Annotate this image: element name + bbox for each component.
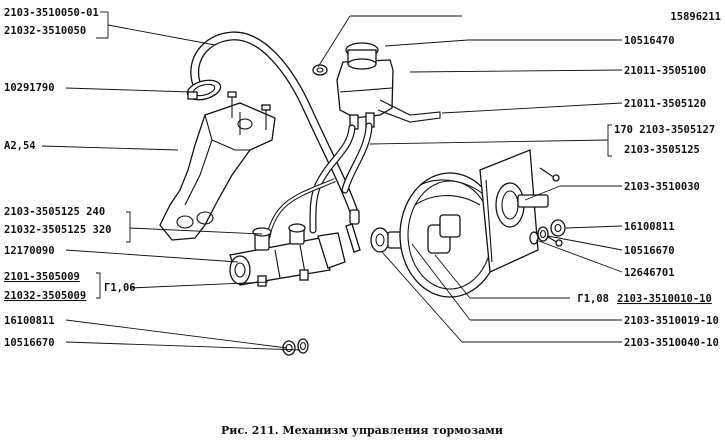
label-2103-3510010-10: 2103-3510010-10 bbox=[617, 293, 712, 305]
label-2103-3510040-10: 2103-3510040-10 bbox=[624, 337, 719, 349]
intake-manifold-fitting bbox=[159, 91, 276, 241]
label-16100811-right: 16100811 bbox=[624, 221, 675, 233]
master-cylinder bbox=[229, 223, 346, 287]
label-21011-3505100: 21011-3505100 bbox=[624, 65, 706, 77]
label-g106: Г1,06 bbox=[104, 282, 136, 294]
label-2103-3510050-01: 2103-3510050-01 bbox=[4, 7, 99, 19]
label-16100811-left: 16100811 bbox=[4, 315, 55, 327]
label-2103-3505125-240: 2103-3505125 240 bbox=[4, 206, 105, 218]
label-21032-3505009: 21032-3505009 bbox=[4, 290, 86, 302]
label-10291790: 10291790 bbox=[4, 82, 55, 94]
master-cylinder-nuts bbox=[282, 338, 309, 356]
leader-lines bbox=[41, 11, 623, 351]
label-2103-3505125-right: 2103-3505125 bbox=[624, 144, 700, 156]
label-10516470: 10516470 bbox=[624, 35, 675, 47]
reservoir-nut bbox=[312, 64, 328, 76]
hose-clamp bbox=[186, 79, 222, 101]
label-2101-3505009: 2101-3505009 bbox=[4, 271, 80, 283]
brake-fluid-reservoir bbox=[336, 42, 441, 130]
label-21032-3505125-320: 21032-3505125 320 bbox=[4, 224, 111, 236]
brake-pipes bbox=[265, 178, 336, 239]
label-10516670-right: 10516670 bbox=[624, 245, 675, 257]
label-12170090: 12170090 bbox=[4, 245, 55, 257]
label-2103-3510019-10: 2103-3510019-10 bbox=[624, 315, 719, 327]
label-g108: Г1,08 bbox=[577, 293, 609, 305]
label-15896211: 15896211 bbox=[670, 11, 721, 23]
figure-caption: Рис. 211. Механизм управления тормозами bbox=[221, 424, 503, 437]
label-2103-3510030: 2103-3510030 bbox=[624, 181, 700, 193]
label-21032-3510050: 21032-3510050 bbox=[4, 25, 86, 37]
label-a254: А2,54 bbox=[4, 140, 36, 152]
booster-nuts bbox=[529, 219, 566, 245]
label-21011-3505120: 21011-3505120 bbox=[624, 98, 706, 110]
vacuum-booster bbox=[399, 149, 563, 298]
label-12646701: 12646701 bbox=[624, 267, 675, 279]
vacuum-hose bbox=[190, 31, 360, 220]
label-170-2103-3505127: 170 2103-3505127 bbox=[614, 124, 715, 136]
label-10516670-left: 10516670 bbox=[4, 337, 55, 349]
